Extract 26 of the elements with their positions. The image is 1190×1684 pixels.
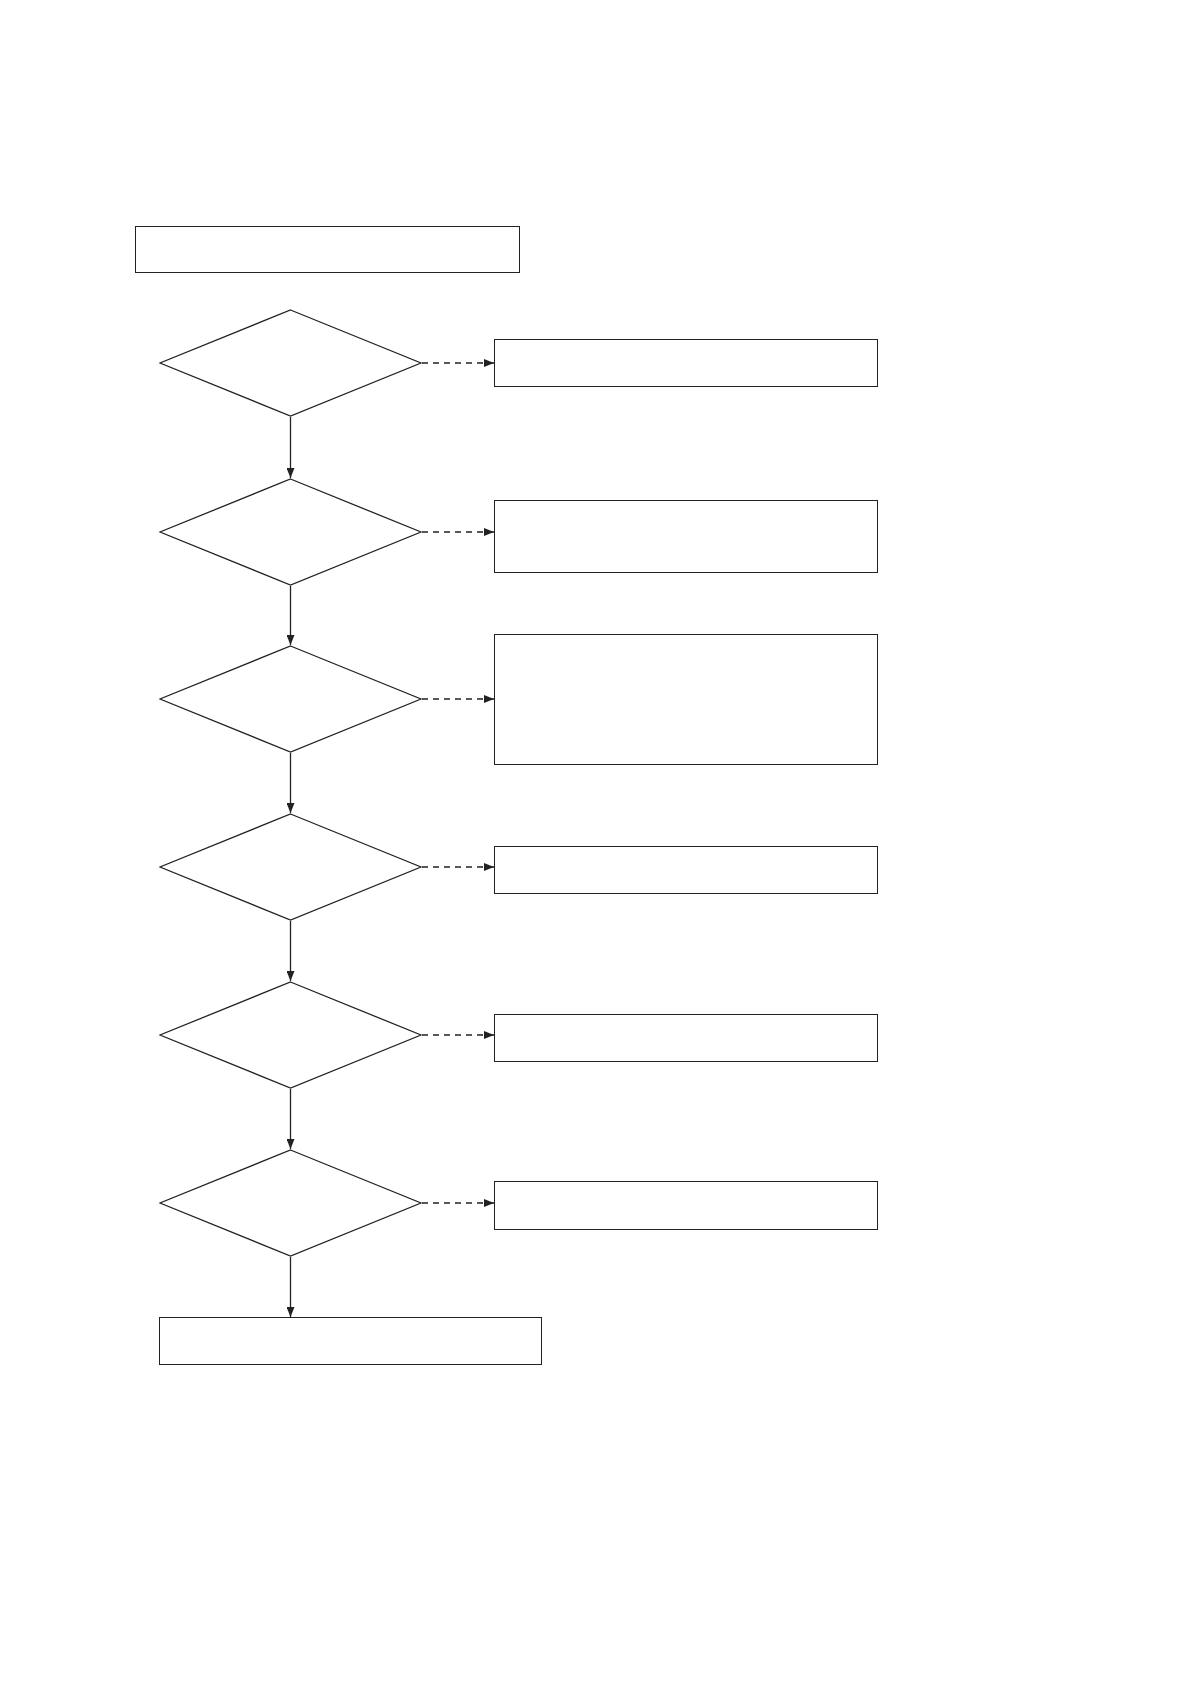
process-box	[494, 1181, 878, 1230]
process-box	[494, 339, 878, 387]
arrow	[421, 359, 495, 367]
arrow	[421, 1199, 495, 1207]
process-box	[494, 634, 878, 765]
process-box	[135, 226, 520, 273]
arrow	[421, 1031, 495, 1039]
decision-diamond	[159, 1149, 422, 1257]
arrow	[286, 585, 295, 646]
arrow	[421, 528, 495, 536]
arrow	[286, 416, 295, 479]
decision-diamond	[159, 478, 422, 586]
arrow	[286, 752, 295, 814]
process-box	[494, 846, 878, 894]
decision-diamond	[159, 813, 422, 921]
arrow	[286, 1256, 295, 1318]
arrow	[286, 1088, 295, 1150]
arrow	[421, 695, 495, 703]
process-box	[494, 500, 878, 573]
arrow	[421, 863, 495, 871]
process-box	[159, 1317, 542, 1365]
arrow	[286, 920, 295, 982]
process-box	[494, 1014, 878, 1062]
decision-diamond	[159, 981, 422, 1089]
decision-diamond	[159, 645, 422, 753]
decision-diamond	[159, 309, 422, 417]
